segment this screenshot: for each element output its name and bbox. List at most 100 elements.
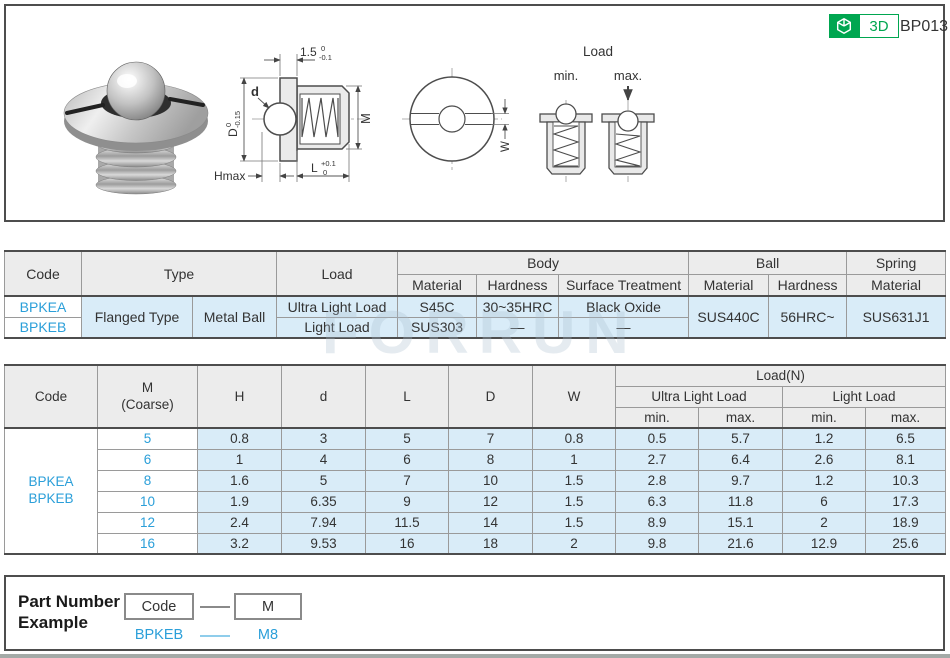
dimensions-table: Code M (Coarse) H d L D W Load(N) Ultra … [4,364,947,555]
technical-drawing: 1.5 0 -0.1 d D 0 -0.15 [63,44,655,195]
dim-flange-thickness: 1.5 [300,45,317,59]
m-size-cell: 10 [97,490,198,513]
dim-flange-diameter: D [226,128,240,137]
dia-cell: 7 [448,427,533,450]
table-row: BPKEB Light Load SUS303 — — [4,316,946,339]
h-cell: 1.6 [197,469,282,492]
col-header-surface-treatment: Surface Treatment [558,273,690,297]
table-row: 12 2.4 7.94 11.5 14 1.5 8.9 15.1 2 18.9 [5,511,947,534]
dim-length: L [311,161,318,175]
col-header-ull-min: min. [615,406,699,429]
part-number-example-label: Part Number Example [18,592,121,633]
col-header-body-hardness: Hardness [476,273,560,297]
w-cell: 0.8 [532,427,616,450]
group-header-spring: Spring [846,250,947,275]
col-header-h: H [197,364,282,429]
ball-type-cell: Metal Ball [191,295,278,339]
ll-min-cell: 2.6 [782,448,866,471]
l-cell: 16 [365,532,449,555]
dim-flange-thickness-tol-upper: 0 [321,44,325,53]
col-header-l: L [365,364,449,429]
d-cell: 4 [281,448,366,471]
body-hardness-cell: 30~35HRC [476,295,560,318]
table-row: BPKEA Flanged Type Metal Ball Ultra Ligh… [4,295,947,339]
surface-treatment-cell: Black Oxide [558,295,690,318]
dim-flange-diameter-tol-lower: -0.15 [233,111,242,128]
col-header-ll-min: min. [782,406,866,429]
ull-min-cell: 2.8 [615,469,699,492]
badge-3d-label: 3D [859,14,899,38]
col-header-body-material: Material [397,273,478,297]
d-cell: 7.94 [281,511,366,534]
h-cell: 2.4 [197,511,282,534]
ull-min-cell: 9.8 [615,532,699,555]
ull-max-cell: 6.4 [698,448,783,471]
code-cell: BPKEA BPKEB [4,427,98,555]
dim-flange-thickness-tol-lower: -0.1 [319,53,332,62]
ull-max-cell: 11.8 [698,490,783,513]
ll-max-cell: 10.3 [864,469,947,492]
ll-max-cell: 17.3 [864,490,947,513]
col-header-ball-hardness: Hardness [768,273,848,297]
m-size-cell: 16 [97,532,198,555]
ull-min-cell: 8.9 [615,511,699,534]
ll-min-cell: 1.2 [782,469,866,492]
ull-min-cell: 6.3 [615,490,699,513]
product-photo [63,61,209,195]
view-3d-badge[interactable]: 3D [829,14,899,38]
group-header-ultra-light-load: Ultra Light Load [615,385,783,408]
col-header-ull-max: max. [698,406,783,429]
m-size-cell: 8 [97,469,198,492]
load-cell: Ultra Light Load [276,295,399,318]
col-header-load: Load [276,250,399,297]
code-bpkea: BPKEA [4,295,82,318]
table-row: BPKEA BPKEB 5 0.8 3 5 7 0.8 0.5 5.7 1.2 … [4,427,947,555]
ll-max-cell: 18.9 [864,511,947,534]
part-number-example-panel: Part Number Example Code M BPKEB M8 [4,575,945,651]
d-cell: 3 [281,427,366,450]
ull-max-cell: 5.7 [698,427,783,450]
l-cell: 6 [365,448,449,471]
part-series-code: BP013 [900,18,949,35]
example-code-value: BPKEB [134,627,184,643]
col-header-code: Code [4,250,82,297]
section-view: 1.5 0 -0.1 d D 0 -0.15 [214,44,373,183]
load-cell: Light Load [276,316,399,339]
ull-min-cell: 2.7 [615,448,699,471]
l-cell: 7 [365,469,449,492]
ull-max-cell: 9.7 [698,469,783,492]
table-row: 8 1.6 5 7 10 1.5 2.8 9.7 1.2 10.3 [5,469,947,492]
dia-cell: 14 [448,511,533,534]
ball-hardness-cell: 56HRC~ [768,295,848,339]
m-size-cell: 12 [97,511,198,534]
code-bpkeb: BPKEB [4,316,82,339]
l-cell: 9 [365,490,449,513]
label-ball-height: Hmax [214,169,245,183]
body-material-cell: S45C [397,295,478,318]
dia-cell: 12 [448,490,533,513]
w-cell: 1.5 [532,490,616,513]
dash-separator [200,606,230,608]
dia-cell: 10 [448,469,533,492]
ll-max-cell: 6.5 [864,427,947,450]
table-row: 16 3.2 9.53 16 18 2 9.8 21.6 12.9 25.6 [5,532,947,555]
ull-max-cell: 21.6 [698,532,783,555]
dash-separator-blue [200,635,230,637]
d-cell: 6.35 [281,490,366,513]
h-cell: 0.8 [197,427,282,450]
ll-min-cell: 2 [782,511,866,534]
group-header-body: Body [397,250,690,275]
load-max-label: max. [614,68,642,83]
dia-cell: 18 [448,532,533,555]
ull-max-cell: 15.1 [698,511,783,534]
l-cell: 11.5 [365,511,449,534]
ball-material-cell: SUS440C [688,295,770,339]
h-cell: 1.9 [197,490,282,513]
w-cell: 2 [532,532,616,555]
front-view: W [402,68,512,170]
m-size-cell: 6 [97,448,198,471]
col-header-ll-max: max. [864,406,947,429]
col-header-type: Type [80,250,278,297]
l-cell: 5 [365,427,449,450]
